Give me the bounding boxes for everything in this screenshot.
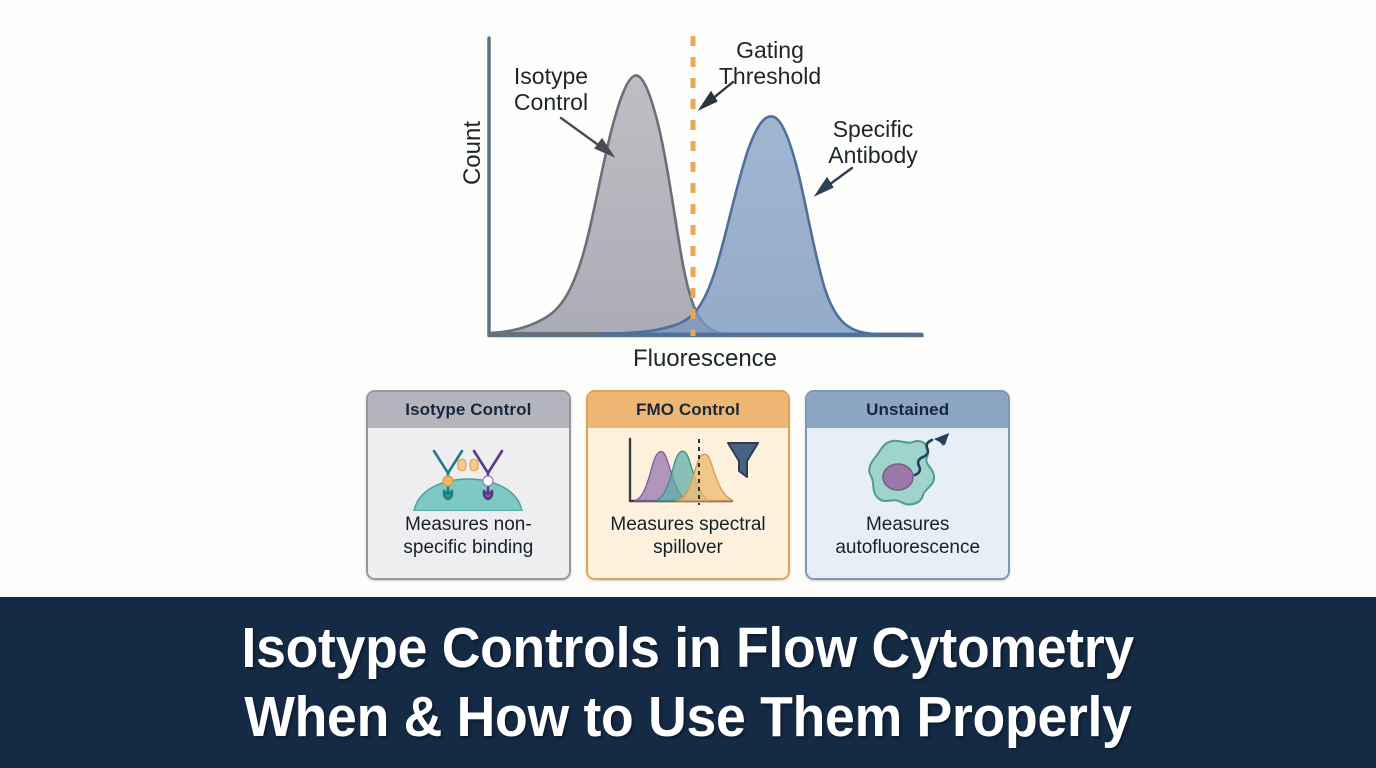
annotation-isotype-control: Isotype Control [513, 63, 589, 115]
histogram-svg [487, 36, 924, 338]
y-axis-title: Count [459, 120, 486, 186]
card-description-unstained: Measures autofluorescence [835, 514, 981, 558]
card-description-isotype-control: Measures non-specific binding [403, 514, 534, 558]
autofluorescent-cell-icon [853, 433, 963, 511]
antibody-binding-icon [392, 433, 544, 511]
card-unstained[interactable]: Unstained Measures autofluorescence [805, 390, 1011, 580]
flow-cytometry-histogram: Isotype Control Gating Threshold Specifi… [0, 0, 1376, 380]
arrow-specific [813, 166, 854, 197]
annotation-specific-antibody: Specific Antibody [828, 116, 918, 168]
title-banner: Isotype Controls in Flow Cytometry When … [0, 597, 1376, 768]
card-title-unstained: Unstained [807, 392, 1009, 428]
control-types-row: Isotype Control [366, 390, 1011, 580]
card-fmo-control[interactable]: FMO Control [585, 390, 791, 580]
axis-lines [487, 36, 924, 338]
card-title-fmo-control: FMO Control [587, 392, 789, 428]
card-body-unstained: Measures autofluorescence [807, 428, 1009, 578]
arrow-isotype [559, 116, 616, 158]
spectral-peaks-funnel-icon [614, 433, 762, 511]
arrow-gating [697, 80, 735, 111]
x-axis-title: Fluorescence [632, 345, 778, 372]
card-isotype-control[interactable]: Isotype Control [366, 390, 571, 580]
card-title-isotype-control: Isotype Control [368, 392, 569, 428]
annotation-gating-threshold: Gating Threshold [718, 37, 822, 89]
card-body-fmo-control: Measures spectral spillover [587, 428, 789, 578]
banner-title-line-1: Isotype Controls in Flow Cytometry [241, 615, 1135, 680]
banner-title-line-2: When & How to Use Them Properly [244, 684, 1132, 749]
card-description-fmo-control: Measures spectral spillover [610, 514, 766, 558]
card-body-isotype-control: Measures non-specific binding [368, 428, 569, 578]
